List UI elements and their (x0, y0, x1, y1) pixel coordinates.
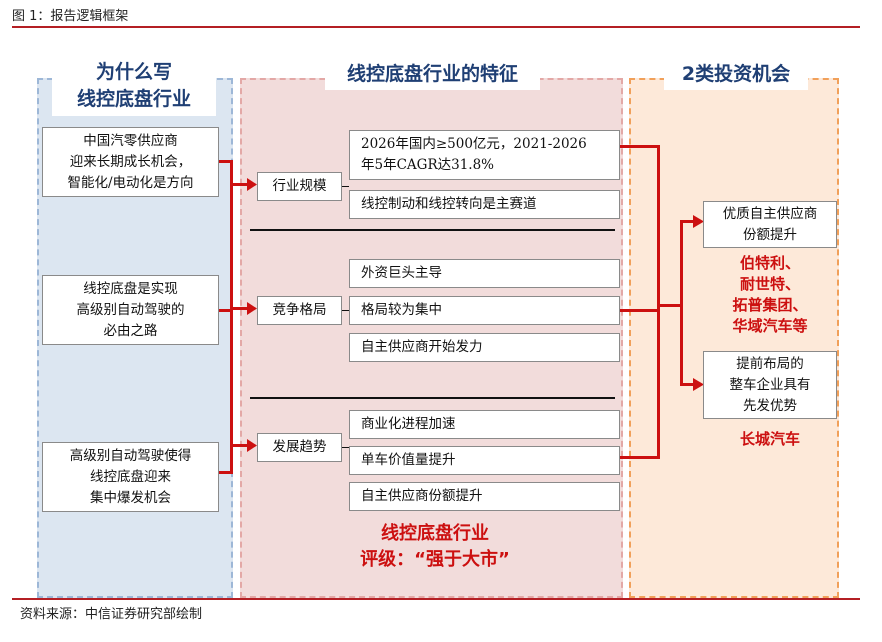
connector (342, 310, 349, 311)
group-divider (250, 229, 615, 231)
reason-box-3: 高级别自动驾驶使得 线控底盘迎来 集中爆发机会 (42, 442, 219, 512)
group-label-scale: 行业规模 (257, 172, 342, 201)
feature-item: 2026年国内≥500亿元，2021-2026 年5年CAGR达31.8% (349, 130, 620, 180)
opportunity-companies-2: 长城汽车 (739, 430, 800, 448)
top-rule (12, 26, 860, 28)
feature-item: 单车价值量提升 (349, 446, 620, 475)
column-opportunities-title: 2类投资机会 (664, 58, 808, 90)
bottom-rule (12, 598, 860, 600)
connector (620, 456, 660, 459)
feature-item: 自主供应商开始发力 (349, 333, 620, 362)
connector-split (680, 220, 683, 386)
group-label-trend: 发展趋势 (257, 433, 342, 462)
column-opportunities (629, 78, 839, 598)
connector (219, 471, 232, 474)
arrows-to-opportunities (680, 215, 704, 391)
column-why-title: 为什么写 线控底盘行业 (52, 56, 216, 116)
connector (620, 145, 660, 148)
connector (620, 309, 660, 312)
connector (219, 309, 232, 312)
connector (342, 186, 349, 187)
connector-trunk (230, 160, 233, 474)
column-features-title: 线控底盘行业的特征 (325, 58, 540, 90)
reason-box-1: 中国汽零供应商 迎来长期成长机会， 智能化/电动化是方向 (42, 127, 219, 197)
opportunity-box-1: 优质自主供应商 份额提升 (703, 201, 837, 248)
feature-item: 自主供应商份额提升 (349, 482, 620, 511)
figure-caption: 图 1：报告逻辑框架 (12, 9, 129, 24)
feature-item: 外资巨头主导 (349, 259, 620, 288)
connector (342, 447, 349, 448)
feature-item: 商业化进程加速 (349, 410, 620, 439)
feature-item: 线控制动和线控转向是主赛道 (349, 190, 620, 219)
source-note: 资料来源：中信证券研究部绘制 (20, 607, 203, 622)
arrows-to-features (230, 178, 257, 452)
connector (219, 160, 232, 163)
connector-trunk (657, 145, 660, 459)
connector (657, 304, 682, 307)
group-label-competition: 竞争格局 (257, 296, 342, 325)
group-divider (250, 397, 615, 399)
opportunity-companies-1: 伯特利、 耐世特、 拓普集团、 华域汽车等 (732, 254, 808, 335)
industry-rating: 线控底盘行业 评级：“强于大市” (360, 523, 510, 570)
opportunity-box-2: 提前布局的 整车企业具有 先发优势 (703, 351, 837, 419)
reason-box-2: 线控底盘是实现 高级别自动驾驶的 必由之路 (42, 275, 219, 345)
feature-item: 格局较为集中 (349, 296, 620, 325)
